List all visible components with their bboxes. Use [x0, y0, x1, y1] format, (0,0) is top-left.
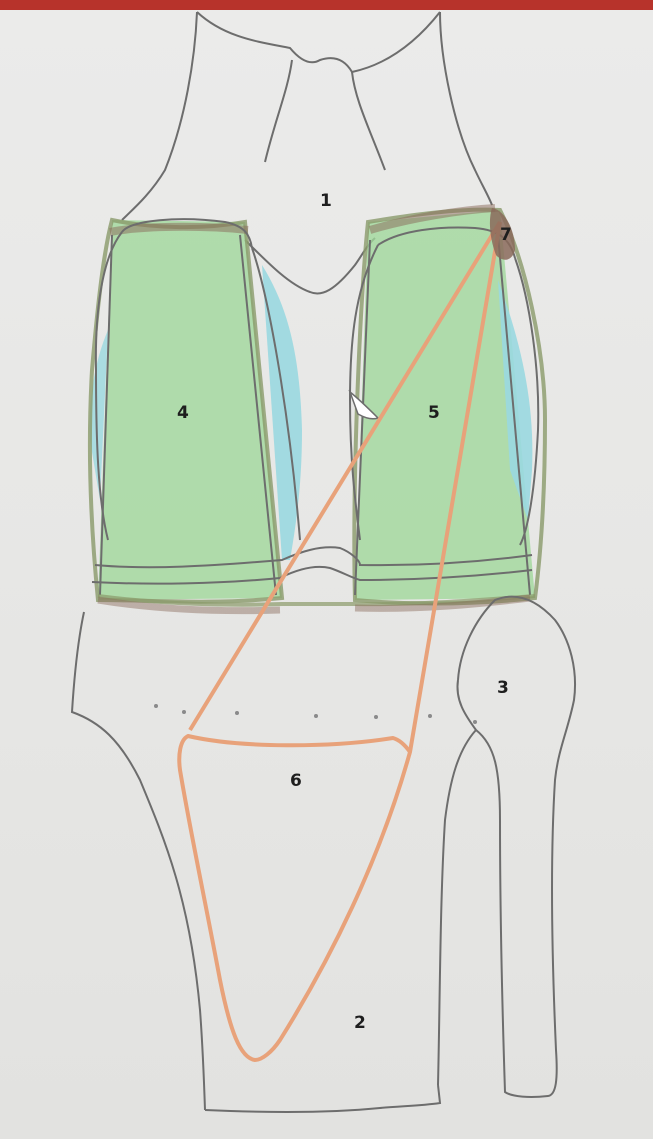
- label-7: 7: [500, 225, 512, 245]
- label-5: 5: [428, 403, 440, 423]
- fibula-outline: [458, 597, 575, 1097]
- label-2: 2: [354, 1013, 366, 1033]
- label-1: 1: [320, 191, 332, 211]
- tibia-outline: [72, 612, 476, 1112]
- label-3: 3: [497, 678, 509, 698]
- label-6: 6: [290, 771, 302, 791]
- label-4: 4: [177, 403, 189, 423]
- meniscus-4: [90, 219, 302, 601]
- meniscus-5: [350, 208, 545, 604]
